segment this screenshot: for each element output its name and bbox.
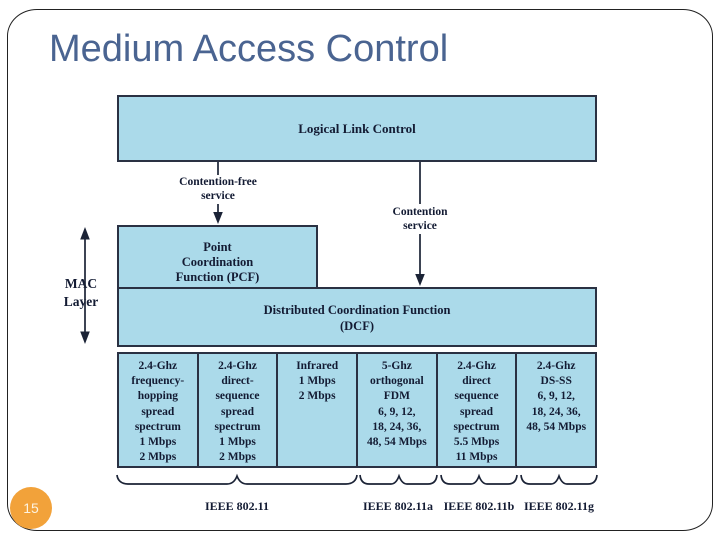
phy-box-infrared: Infrared 1 Mbps 2 Mbps xyxy=(276,352,359,468)
phy-layer-row: 2.4-Ghz frequency- hopping spread spectr… xyxy=(117,352,598,468)
phy-box-fhss: 2.4-Ghz frequency- hopping spread spectr… xyxy=(117,352,199,468)
phy-box-erp: 2.4-Ghz DS-SS 6, 9, 12, 18, 24, 36, 48, … xyxy=(515,352,598,468)
ieee-80211b-label: IEEE 802.11b xyxy=(443,499,515,513)
phy-box-ofdm: 5-Ghz orthogonal FDM 6, 9, 12, 18, 24, 3… xyxy=(356,352,438,468)
mac-layer-label: MAC Layer xyxy=(63,276,99,309)
pcf-box: Point Coordination Function (PCF) xyxy=(117,225,318,289)
llc-box: Logical Link Control xyxy=(117,95,597,162)
slide-number: 15 xyxy=(23,500,39,516)
phy-box-dsss: 2.4-Ghz direct- sequence spread spectrum… xyxy=(196,352,279,468)
ieee-80211a-label: IEEE 802.11a xyxy=(362,499,434,513)
ieee-80211g-label: IEEE 802.11g xyxy=(523,499,595,513)
contention-service-label: Contention service xyxy=(392,206,448,232)
llc-label: Logical Link Control xyxy=(298,120,416,136)
slide-number-badge: 15 xyxy=(10,487,52,529)
page-title: Medium Access Control xyxy=(49,28,449,70)
dcf-box: Distributed Coordination Function (DCF) xyxy=(117,287,597,347)
ieee-80211-label: IEEE 802.11 xyxy=(204,499,270,513)
phy-box-hr-dsss: 2.4-Ghz direct sequence spread spectrum … xyxy=(435,352,518,468)
contention-free-service-label: Contention-free service xyxy=(179,176,257,202)
